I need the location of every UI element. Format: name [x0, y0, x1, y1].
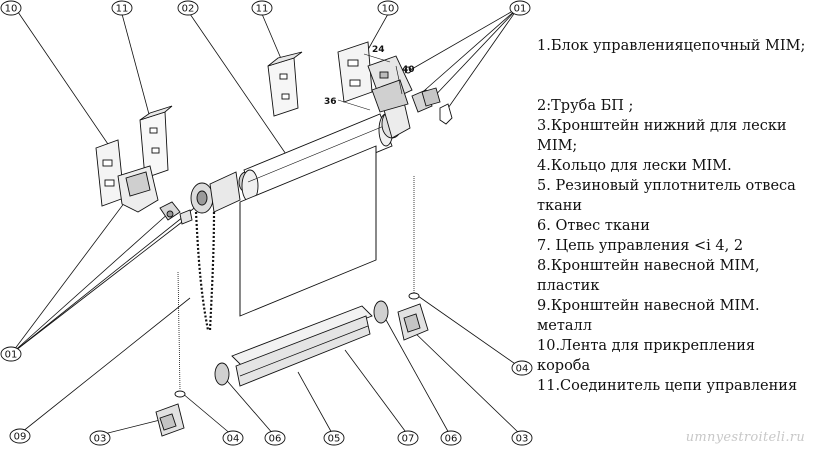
legend-item-2: 2:Труба БП ;	[537, 98, 634, 114]
callout-02-top: 02	[177, 0, 199, 16]
metal-bracket-top	[267, 51, 303, 117]
legend-item-8: 8.Кронштейн навесной MIM, пластик	[537, 258, 765, 294]
guide-line-left	[177, 271, 181, 391]
svg-text:03: 03	[516, 434, 529, 445]
svg-text:01: 01	[514, 4, 527, 15]
legend-item-1: 1.Блок управленияцепочный MIM;	[537, 38, 806, 54]
callout-04-bottom-left: 04	[222, 430, 244, 446]
svg-text:03: 03	[94, 434, 107, 445]
svg-text:06: 06	[269, 434, 282, 445]
callout-11-top-left: 11	[111, 0, 133, 16]
mounting-tape-right	[337, 41, 373, 103]
bottom-rail-left-cap	[214, 362, 230, 386]
dimension-40: 40	[402, 65, 415, 75]
callout-10-top-mid: 10	[377, 0, 399, 16]
mounting-tape-left	[95, 139, 125, 207]
svg-text:09: 09	[14, 432, 27, 443]
svg-text:11: 11	[116, 4, 129, 15]
bottom-rail-right-cap	[373, 300, 389, 324]
legend-item-7: 7. Цепь управления <i 4, 2	[537, 238, 744, 254]
svg-text:01: 01	[5, 350, 18, 361]
lower-bracket-right	[397, 303, 429, 341]
callout-06-bottom-left: 06	[264, 430, 286, 446]
lower-bracket-left	[155, 403, 185, 437]
svg-text:05: 05	[328, 434, 341, 445]
dimension-labels: 24 40 36	[324, 45, 415, 111]
legend-item-3: 3.Кронштейн нижний для лески MIM;	[537, 118, 792, 154]
plastic-bracket-right	[367, 55, 413, 113]
legend-item-11: 11.Соединитель цепи управления	[537, 378, 798, 394]
callout-07-bottom: 07	[397, 430, 419, 446]
svg-text:07: 07	[402, 434, 415, 445]
control-unit-right	[404, 66, 453, 125]
leader-lines	[10, 7, 522, 436]
svg-text:04: 04	[227, 434, 240, 445]
callout-09-left: 09	[9, 428, 31, 444]
plastic-bracket-left	[117, 165, 159, 213]
chain-connector-left	[159, 201, 193, 225]
legend-item-5: 5. Резиновый уплотнитель отвеса ткани	[537, 178, 801, 214]
svg-text:11: 11	[256, 4, 269, 15]
tube-end-plug	[381, 101, 411, 139]
dimension-24: 24	[372, 45, 385, 55]
callout-04-right: 04	[511, 360, 533, 376]
callout-10-top-left: 10	[0, 0, 22, 16]
callout-01-top-right: 01	[509, 0, 531, 16]
legend-item-9: 9.Кронштейн навесной MIM. металл	[537, 298, 765, 334]
svg-text:06: 06	[445, 434, 458, 445]
svg-text:10: 10	[382, 4, 395, 15]
callout-11-top-mid: 11	[251, 0, 273, 16]
line-ring-right	[408, 292, 420, 300]
callout-circles: 10 11 02 11 10 01 01 09	[0, 0, 533, 446]
svg-text:10: 10	[5, 4, 18, 15]
parts-legend: 1.Блок управленияцепочный MIM; 2:Труба Б…	[537, 36, 809, 396]
blind-fabric	[239, 145, 377, 317]
callout-01-left: 01	[0, 346, 22, 362]
legend-item-10: 10.Лента для прикрепления короба	[537, 338, 760, 374]
dimension-36: 36	[324, 97, 337, 107]
bottom-rail	[231, 305, 373, 387]
parts	[95, 41, 453, 437]
legend-item-6: 6. Отвес ткани	[537, 218, 650, 234]
line-ring-left	[174, 390, 186, 398]
metal-bracket-left	[139, 105, 173, 179]
callout-05-bottom: 05	[323, 430, 345, 446]
svg-text:02: 02	[182, 4, 195, 15]
site-watermark: umnyestroiteli.ru	[685, 430, 805, 445]
control-chain	[194, 211, 216, 331]
callout-03-bottom-left: 03	[89, 430, 111, 446]
svg-text:04: 04	[516, 364, 529, 375]
callout-06-bottom-right: 06	[440, 430, 462, 446]
legend-item-4: 4.Кольцо для лески MIM.	[537, 158, 732, 174]
callout-03-bottom-right: 03	[511, 430, 533, 446]
